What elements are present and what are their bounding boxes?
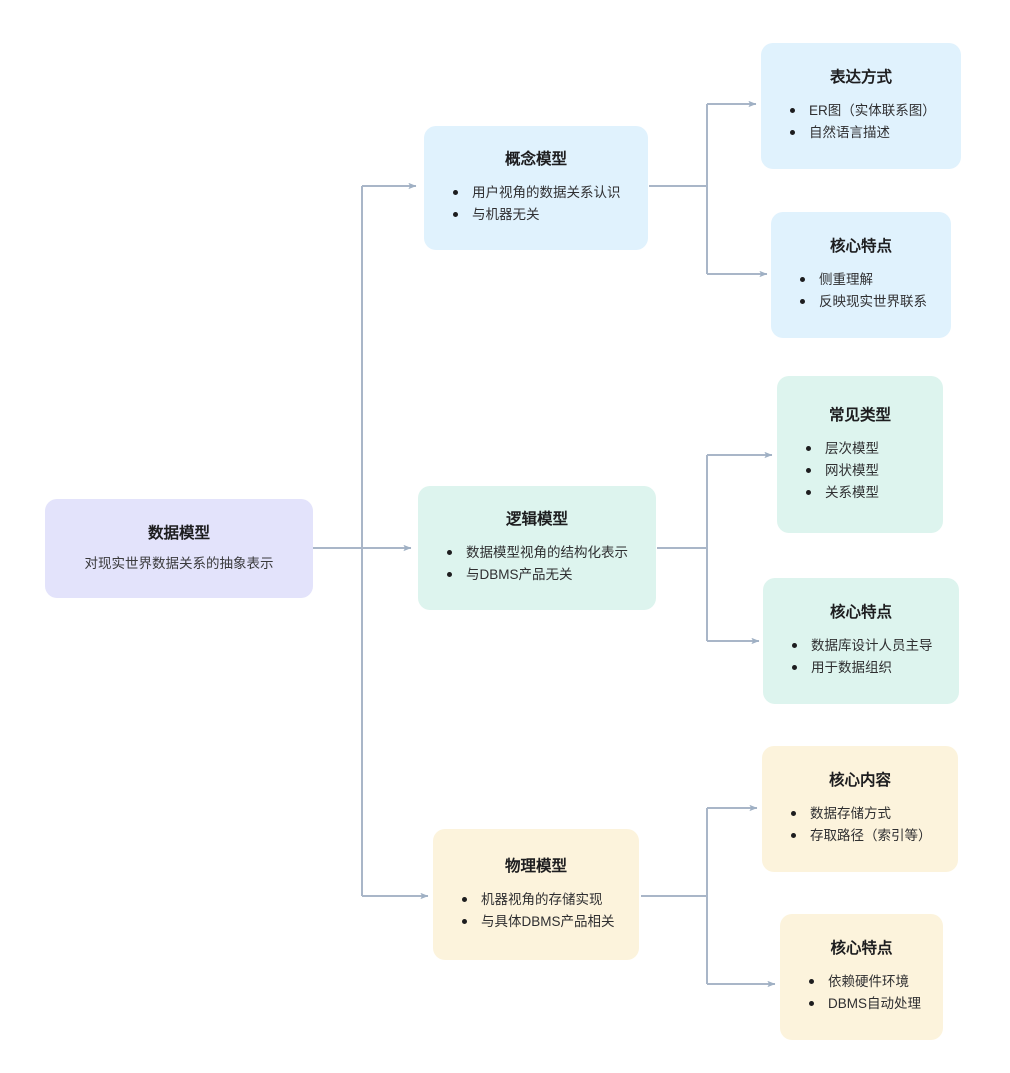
node-physical-bullets: 机器视角的存储实现 与具体DBMS产品相关 xyxy=(433,889,639,933)
node-logical-types-bullets: 层次模型 网状模型 关系模型 xyxy=(777,438,943,504)
node-logical-features-title: 核心特点 xyxy=(829,604,892,622)
list-item: 依赖硬件环境 xyxy=(806,971,929,993)
list-item: 与机器无关 xyxy=(450,204,634,226)
node-conceptual-features-title: 核心特点 xyxy=(829,238,892,256)
node-logical[interactable]: 逻辑模型 数据模型视角的结构化表示 与DBMS产品无关 xyxy=(418,486,656,610)
list-item: 机器视角的存储实现 xyxy=(459,889,625,911)
node-physical-content-title: 核心内容 xyxy=(828,772,891,790)
node-conceptual-expression-title: 表达方式 xyxy=(829,69,892,87)
node-root[interactable]: 数据模型 对现实世界数据关系的抽象表示 xyxy=(45,499,313,598)
node-conceptual-features-bullets: 侧重理解 反映现实世界联系 xyxy=(771,269,951,313)
node-conceptual-expression[interactable]: 表达方式 ER图（实体联系图） 自然语言描述 xyxy=(761,43,961,169)
list-item: 用于数据组织 xyxy=(789,657,945,679)
node-physical-content[interactable]: 核心内容 数据存储方式 存取路径（索引等） xyxy=(762,746,958,872)
list-item: 数据存储方式 xyxy=(788,803,944,825)
list-item: 关系模型 xyxy=(803,482,929,504)
node-logical-features-bullets: 数据库设计人员主导 用于数据组织 xyxy=(763,635,959,679)
node-root-subtitle: 对现实世界数据关系的抽象表示 xyxy=(84,555,274,571)
list-item: 数据模型视角的结构化表示 xyxy=(444,542,642,564)
list-item: 存取路径（索引等） xyxy=(788,825,944,847)
node-physical-features-bullets: 依赖硬件环境 DBMS自动处理 xyxy=(780,971,943,1015)
list-item: 反映现实世界联系 xyxy=(797,291,937,313)
node-root-title: 数据模型 xyxy=(147,524,210,542)
list-item: DBMS自动处理 xyxy=(806,993,929,1015)
list-item: 层次模型 xyxy=(803,438,929,460)
node-conceptual[interactable]: 概念模型 用户视角的数据关系认识 与机器无关 xyxy=(424,126,648,250)
node-conceptual-features[interactable]: 核心特点 侧重理解 反映现实世界联系 xyxy=(771,212,951,338)
list-item: 侧重理解 xyxy=(797,269,937,291)
list-item: ER图（实体联系图） xyxy=(787,100,947,122)
node-physical-features[interactable]: 核心特点 依赖硬件环境 DBMS自动处理 xyxy=(780,914,943,1040)
node-conceptual-expression-bullets: ER图（实体联系图） 自然语言描述 xyxy=(761,100,961,144)
node-logical-types[interactable]: 常见类型 层次模型 网状模型 关系模型 xyxy=(777,376,943,533)
node-physical-features-title: 核心特点 xyxy=(830,940,893,958)
list-item: 与DBMS产品无关 xyxy=(444,564,642,586)
node-logical-features[interactable]: 核心特点 数据库设计人员主导 用于数据组织 xyxy=(763,578,959,704)
node-logical-bullets: 数据模型视角的结构化表示 与DBMS产品无关 xyxy=(418,542,656,586)
list-item: 自然语言描述 xyxy=(787,122,947,144)
node-logical-title: 逻辑模型 xyxy=(505,511,568,529)
list-item: 网状模型 xyxy=(803,460,929,482)
node-physical[interactable]: 物理模型 机器视角的存储实现 与具体DBMS产品相关 xyxy=(433,829,639,960)
list-item: 用户视角的数据关系认识 xyxy=(450,182,634,204)
node-conceptual-title: 概念模型 xyxy=(504,151,567,169)
list-item: 与具体DBMS产品相关 xyxy=(459,911,625,933)
node-logical-types-title: 常见类型 xyxy=(828,406,891,424)
node-conceptual-bullets: 用户视角的数据关系认识 与机器无关 xyxy=(424,182,648,226)
node-physical-content-bullets: 数据存储方式 存取路径（索引等） xyxy=(762,803,958,847)
list-item: 数据库设计人员主导 xyxy=(789,635,945,657)
node-physical-title: 物理模型 xyxy=(504,857,567,875)
